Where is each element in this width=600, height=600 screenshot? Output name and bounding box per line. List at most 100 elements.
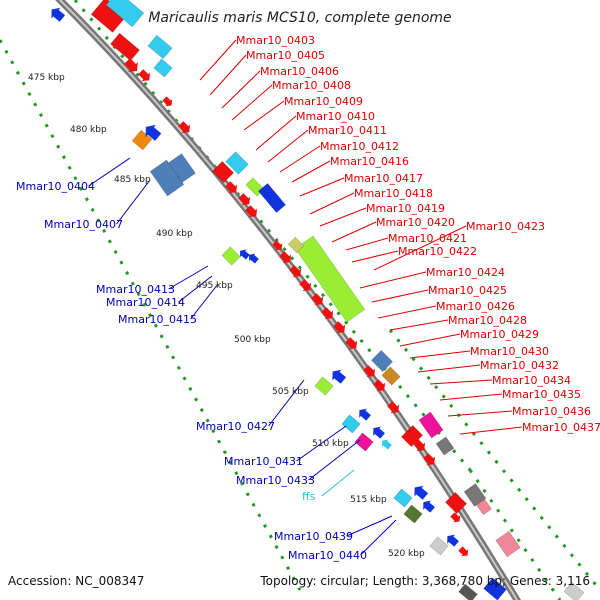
- gene-glyph[interactable]: [403, 504, 423, 524]
- gene-arrow[interactable]: [177, 120, 194, 137]
- gene-glyph[interactable]: [258, 183, 286, 213]
- gene-glyph[interactable]: [458, 583, 478, 600]
- gene-label-mmar10-0436[interactable]: Mmar10_0436: [512, 405, 591, 418]
- gene-label-mmar10-0409[interactable]: Mmar10_0409: [284, 95, 363, 108]
- gene-label-mmar10-0426[interactable]: Mmar10_0426: [436, 300, 515, 313]
- gene-glyph[interactable]: [149, 159, 185, 197]
- gene-glyph[interactable]: [221, 246, 241, 266]
- gene-arrow[interactable]: [237, 247, 251, 261]
- gene-label-mmar10-0434[interactable]: Mmar10_0434: [492, 374, 571, 387]
- gene-glyph[interactable]: [381, 366, 401, 386]
- gene-glyph[interactable]: [147, 34, 173, 60]
- gene-arrow[interactable]: [244, 204, 261, 221]
- gene-glyph[interactable]: [294, 235, 366, 323]
- gene-glyph[interactable]: [476, 498, 492, 516]
- gene-label-mmar10-0425[interactable]: Mmar10_0425: [428, 284, 507, 297]
- gene-glyph[interactable]: [445, 492, 467, 514]
- gene-arrow[interactable]: [328, 366, 348, 386]
- gene-arrow[interactable]: [246, 251, 260, 265]
- gene-label-mmar10-0414[interactable]: Mmar10_0414: [106, 296, 185, 309]
- gene-label-mmar10-0417[interactable]: Mmar10_0417: [344, 172, 423, 185]
- gene-label-mmar10-0413[interactable]: Mmar10_0413: [96, 283, 175, 296]
- gene-glyph[interactable]: [435, 436, 455, 456]
- gene-label-mmar10-0437[interactable]: Mmar10_0437: [522, 421, 600, 434]
- gene-arrow[interactable]: [370, 424, 387, 441]
- gene-arrow[interactable]: [449, 511, 463, 525]
- gene-glyph[interactable]: [495, 530, 521, 558]
- gene-glyph[interactable]: [563, 581, 585, 600]
- gene-label-mmar10-0418[interactable]: Mmar10_0418: [354, 187, 433, 200]
- gene-label-mmar10-0439[interactable]: Mmar10_0439: [274, 530, 353, 543]
- gene-arrow[interactable]: [278, 250, 295, 267]
- gene-glyph[interactable]: [483, 577, 507, 600]
- gene-arrow[interactable]: [137, 68, 154, 85]
- gene-label-mmar10-0428[interactable]: Mmar10_0428: [448, 314, 527, 327]
- gene-glyph[interactable]: [225, 151, 249, 175]
- gene-arrow[interactable]: [457, 545, 471, 559]
- gene-label-mmar10-0406[interactable]: Mmar10_0406: [260, 65, 339, 78]
- gene-arrow[interactable]: [141, 121, 164, 144]
- gene-arrow[interactable]: [298, 278, 315, 295]
- gene-arrow[interactable]: [410, 482, 430, 502]
- gene-glyph[interactable]: [105, 0, 145, 28]
- gene-label-mmar10-0408[interactable]: Mmar10_0408: [272, 79, 351, 92]
- gene-label-mmar10-0403[interactable]: Mmar10_0403: [236, 34, 315, 47]
- gene-label-mmar10-0411[interactable]: Mmar10_0411: [308, 124, 387, 137]
- gene-glyph[interactable]: [429, 536, 449, 556]
- gene-arrow[interactable]: [288, 264, 305, 281]
- gene-arrow[interactable]: [356, 406, 373, 423]
- gene-arrow[interactable]: [320, 306, 337, 323]
- gene-arrow[interactable]: [310, 292, 327, 309]
- gene-glyph[interactable]: [371, 350, 393, 372]
- gene-arrow[interactable]: [161, 95, 175, 109]
- gene-glyph[interactable]: [110, 32, 140, 62]
- gene-arrow[interactable]: [412, 438, 429, 455]
- gene-arrow[interactable]: [372, 378, 389, 395]
- gene-label-mmar10-0423[interactable]: Mmar10_0423: [466, 220, 545, 233]
- gene-label-mmar10-0419[interactable]: Mmar10_0419: [366, 202, 445, 215]
- gene-arrow[interactable]: [422, 452, 439, 469]
- gene-label-mmar10-0424[interactable]: Mmar10_0424: [426, 266, 505, 279]
- gene-glyph[interactable]: [341, 414, 361, 434]
- gene-arrow[interactable]: [271, 239, 285, 253]
- gene-glyph[interactable]: [393, 488, 413, 508]
- gene-label-mmar10-0404[interactable]: Mmar10_0404: [16, 180, 95, 193]
- gene-label-mmar10-0405[interactable]: Mmar10_0405: [246, 49, 325, 62]
- gene-arrow[interactable]: [444, 532, 461, 549]
- gene-glyph[interactable]: [314, 376, 334, 396]
- gene-label-mmar10-0421[interactable]: Mmar10_0421: [388, 232, 467, 245]
- gene-glyph[interactable]: [418, 411, 444, 439]
- gene-label-mmar10-0420[interactable]: Mmar10_0420: [376, 216, 455, 229]
- gene-arrow[interactable]: [379, 437, 393, 451]
- gene-label-mmar10-0427[interactable]: Mmar10_0427: [196, 420, 275, 433]
- gene-glyph[interactable]: [287, 236, 305, 254]
- gene-label-mmar10-0440[interactable]: Mmar10_0440: [288, 549, 367, 562]
- gene-label-mmar10-0431[interactable]: Mmar10_0431: [224, 455, 303, 468]
- gene-arrow[interactable]: [47, 4, 67, 24]
- gene-arrow[interactable]: [332, 320, 349, 337]
- gene-label-mmar10-0433[interactable]: Mmar10_0433: [236, 474, 315, 487]
- gene-label-mmar10-0416[interactable]: Mmar10_0416: [330, 155, 409, 168]
- gene-label-mmar10-0429[interactable]: Mmar10_0429: [460, 328, 539, 341]
- gene-label-mmar10-0407[interactable]: Mmar10_0407: [44, 218, 123, 231]
- gene-glyph[interactable]: [168, 153, 196, 183]
- gene-arrow[interactable]: [344, 336, 361, 353]
- gene-arrow[interactable]: [224, 180, 241, 197]
- gene-glyph[interactable]: [153, 58, 173, 78]
- gene-label-mmar10-0422[interactable]: Mmar10_0422: [398, 245, 477, 258]
- gene-label-ffs[interactable]: ffs: [302, 490, 316, 503]
- gene-label-mmar10-0410[interactable]: Mmar10_0410: [296, 110, 375, 123]
- gene-label-mmar10-0415[interactable]: Mmar10_0415: [118, 313, 197, 326]
- gene-arrow[interactable]: [386, 400, 403, 417]
- gene-label-mmar10-0435[interactable]: Mmar10_0435: [502, 388, 581, 401]
- gene-glyph[interactable]: [212, 161, 234, 183]
- gene-glyph[interactable]: [354, 432, 374, 452]
- gene-arrow[interactable]: [362, 364, 379, 381]
- gene-arrow[interactable]: [420, 498, 437, 515]
- gene-label-mmar10-0430[interactable]: Mmar10_0430: [470, 345, 549, 358]
- gene-arrow[interactable]: [237, 192, 254, 209]
- gene-arrow[interactable]: [122, 56, 142, 76]
- gene-label-mmar10-0432[interactable]: Mmar10_0432: [480, 359, 559, 372]
- gene-label-mmar10-0412[interactable]: Mmar10_0412: [320, 140, 399, 153]
